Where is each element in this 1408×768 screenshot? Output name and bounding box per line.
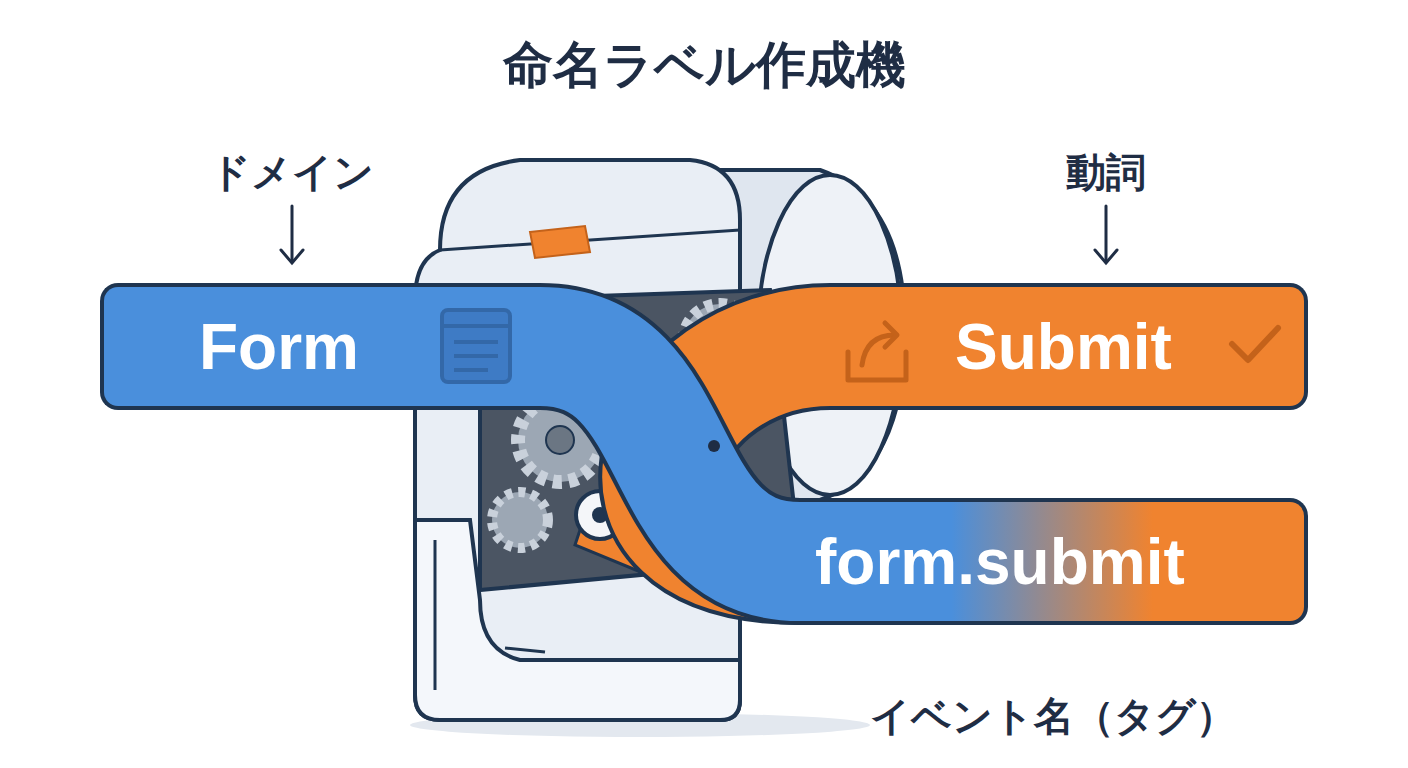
form-icon bbox=[442, 310, 510, 382]
status-button bbox=[530, 226, 590, 258]
ribbon-band: Form bbox=[100, 283, 540, 410]
ribbon-band: Submit bbox=[830, 283, 1308, 410]
axis-label: ドメイン bbox=[210, 150, 374, 194]
band-caption: イベント名（タグ） bbox=[870, 689, 1236, 744]
diagram-title: 命名ラベル作成機 bbox=[0, 38, 1408, 93]
band-label: Form bbox=[199, 315, 359, 379]
band-label: form.submit bbox=[815, 530, 1185, 594]
front-detail bbox=[434, 540, 437, 690]
share-icon bbox=[848, 323, 906, 380]
axis-label: 動詞 bbox=[1066, 150, 1146, 194]
leader-arrow bbox=[281, 206, 1117, 263]
front-detail bbox=[505, 648, 545, 652]
ribbon-dot bbox=[708, 440, 720, 452]
ribbon-connector bbox=[540, 347, 800, 562]
ribbon-band: form.submitイベント名（タグ） bbox=[800, 498, 1308, 625]
band-label: Submit bbox=[955, 315, 1172, 379]
check-mark bbox=[1232, 328, 1278, 360]
